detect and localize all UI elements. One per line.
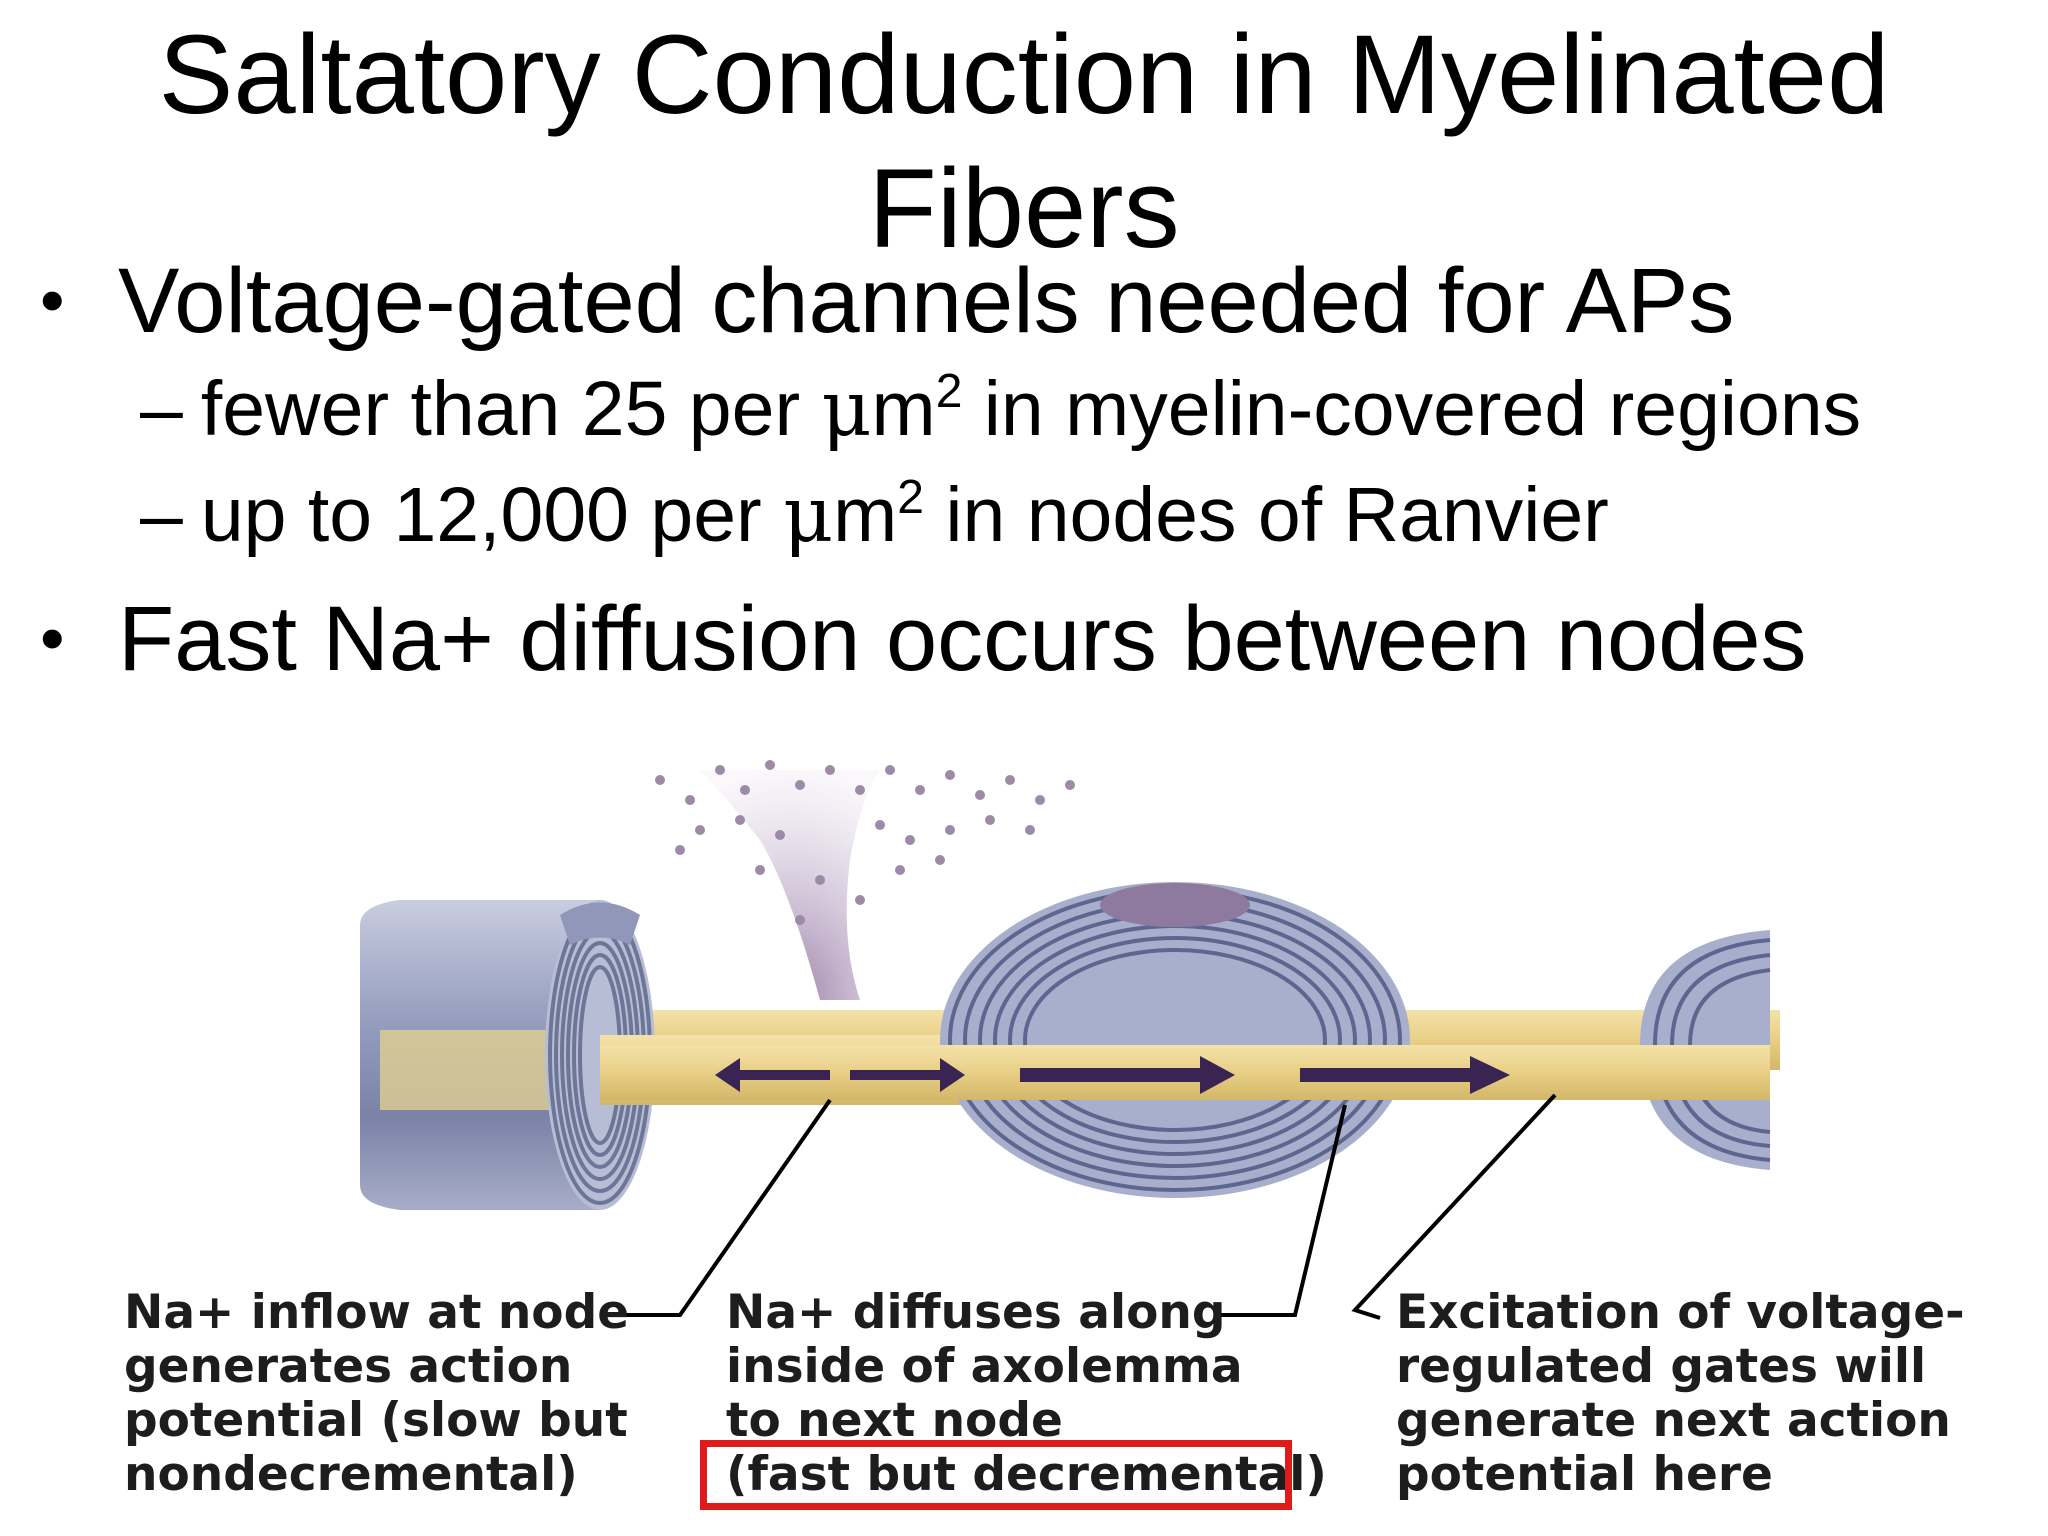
diffusion-arrows bbox=[715, 1056, 1510, 1094]
caption-line: generate next action bbox=[1396, 1393, 1951, 1448]
dash-glyph: – bbox=[140, 472, 183, 558]
caption-line: Na+ inflow at node bbox=[124, 1285, 630, 1340]
unit-text: m bbox=[871, 366, 936, 452]
caption-line: inside of axolemma bbox=[726, 1339, 1243, 1394]
middle-myelin-sheath bbox=[940, 882, 1410, 1198]
bullet-item-fast-diffusion: • Fast Na+ diffusion occurs between nodes bbox=[40, 588, 1807, 689]
micro-symbol: μ bbox=[783, 471, 834, 560]
caption-right: Excitation of voltage- regulated gates w… bbox=[1396, 1286, 1965, 1502]
caption-middle: Na+ diffuses along inside of axolemma to… bbox=[726, 1286, 1327, 1502]
caption-line: Excitation of voltage- bbox=[1396, 1285, 1965, 1340]
subitem-text-tail: in myelin-covered regions bbox=[962, 366, 1862, 452]
bullet-text: Fast Na+ diffusion occurs between nodes bbox=[118, 588, 1807, 690]
subitem-text-tail: in nodes of Ranvier bbox=[923, 472, 1609, 558]
title-line-2: Fibers bbox=[868, 146, 1180, 271]
caption-line-highlighted: (fast but decremental) bbox=[726, 1447, 1327, 1502]
caption-line: potential (slow but bbox=[124, 1393, 628, 1448]
caption-line: nondecremental) bbox=[124, 1447, 578, 1502]
subitem-text: up to 12,000 per bbox=[200, 472, 784, 558]
superscript: 2 bbox=[897, 471, 924, 524]
subitem-nodes-of-ranvier: –up to 12,000 per μm2 in nodes of Ranvie… bbox=[140, 470, 1609, 561]
sodium-ions bbox=[655, 760, 1075, 925]
bullet-dot: • bbox=[40, 599, 65, 677]
caption-left: Na+ inflow at node generates action pote… bbox=[124, 1286, 629, 1502]
caption-line: Na+ diffuses along bbox=[726, 1285, 1226, 1340]
caption-line: regulated gates will bbox=[1396, 1339, 1927, 1394]
bullet-dot: • bbox=[40, 261, 65, 339]
leader-lines bbox=[620, 1093, 1557, 1320]
caption-line: potential here bbox=[1396, 1447, 1773, 1502]
superscript: 2 bbox=[935, 365, 963, 418]
bullet-text: Voltage-gated channels needed for APs bbox=[118, 250, 1735, 352]
title-line-1: Saltatory Conduction in Myelinated bbox=[158, 12, 1890, 137]
bullet-item-voltage-gated: • Voltage-gated channels needed for APs bbox=[40, 250, 1734, 351]
caption-line: generates action bbox=[124, 1339, 573, 1394]
caption-line: to next node bbox=[726, 1393, 1063, 1448]
sodium-plume bbox=[700, 770, 880, 1000]
slide-title: Saltatory Conduction in Myelinated Fiber… bbox=[0, 8, 2048, 276]
unit-text: m bbox=[833, 472, 898, 558]
dash-glyph: – bbox=[140, 366, 183, 452]
highlight-box bbox=[700, 1440, 1292, 1510]
micro-symbol: μ bbox=[821, 365, 872, 454]
subitem-text: fewer than 25 per bbox=[200, 366, 822, 452]
subitem-myelin-regions: –fewer than 25 per μm2 in myelin-covered… bbox=[140, 364, 1861, 455]
